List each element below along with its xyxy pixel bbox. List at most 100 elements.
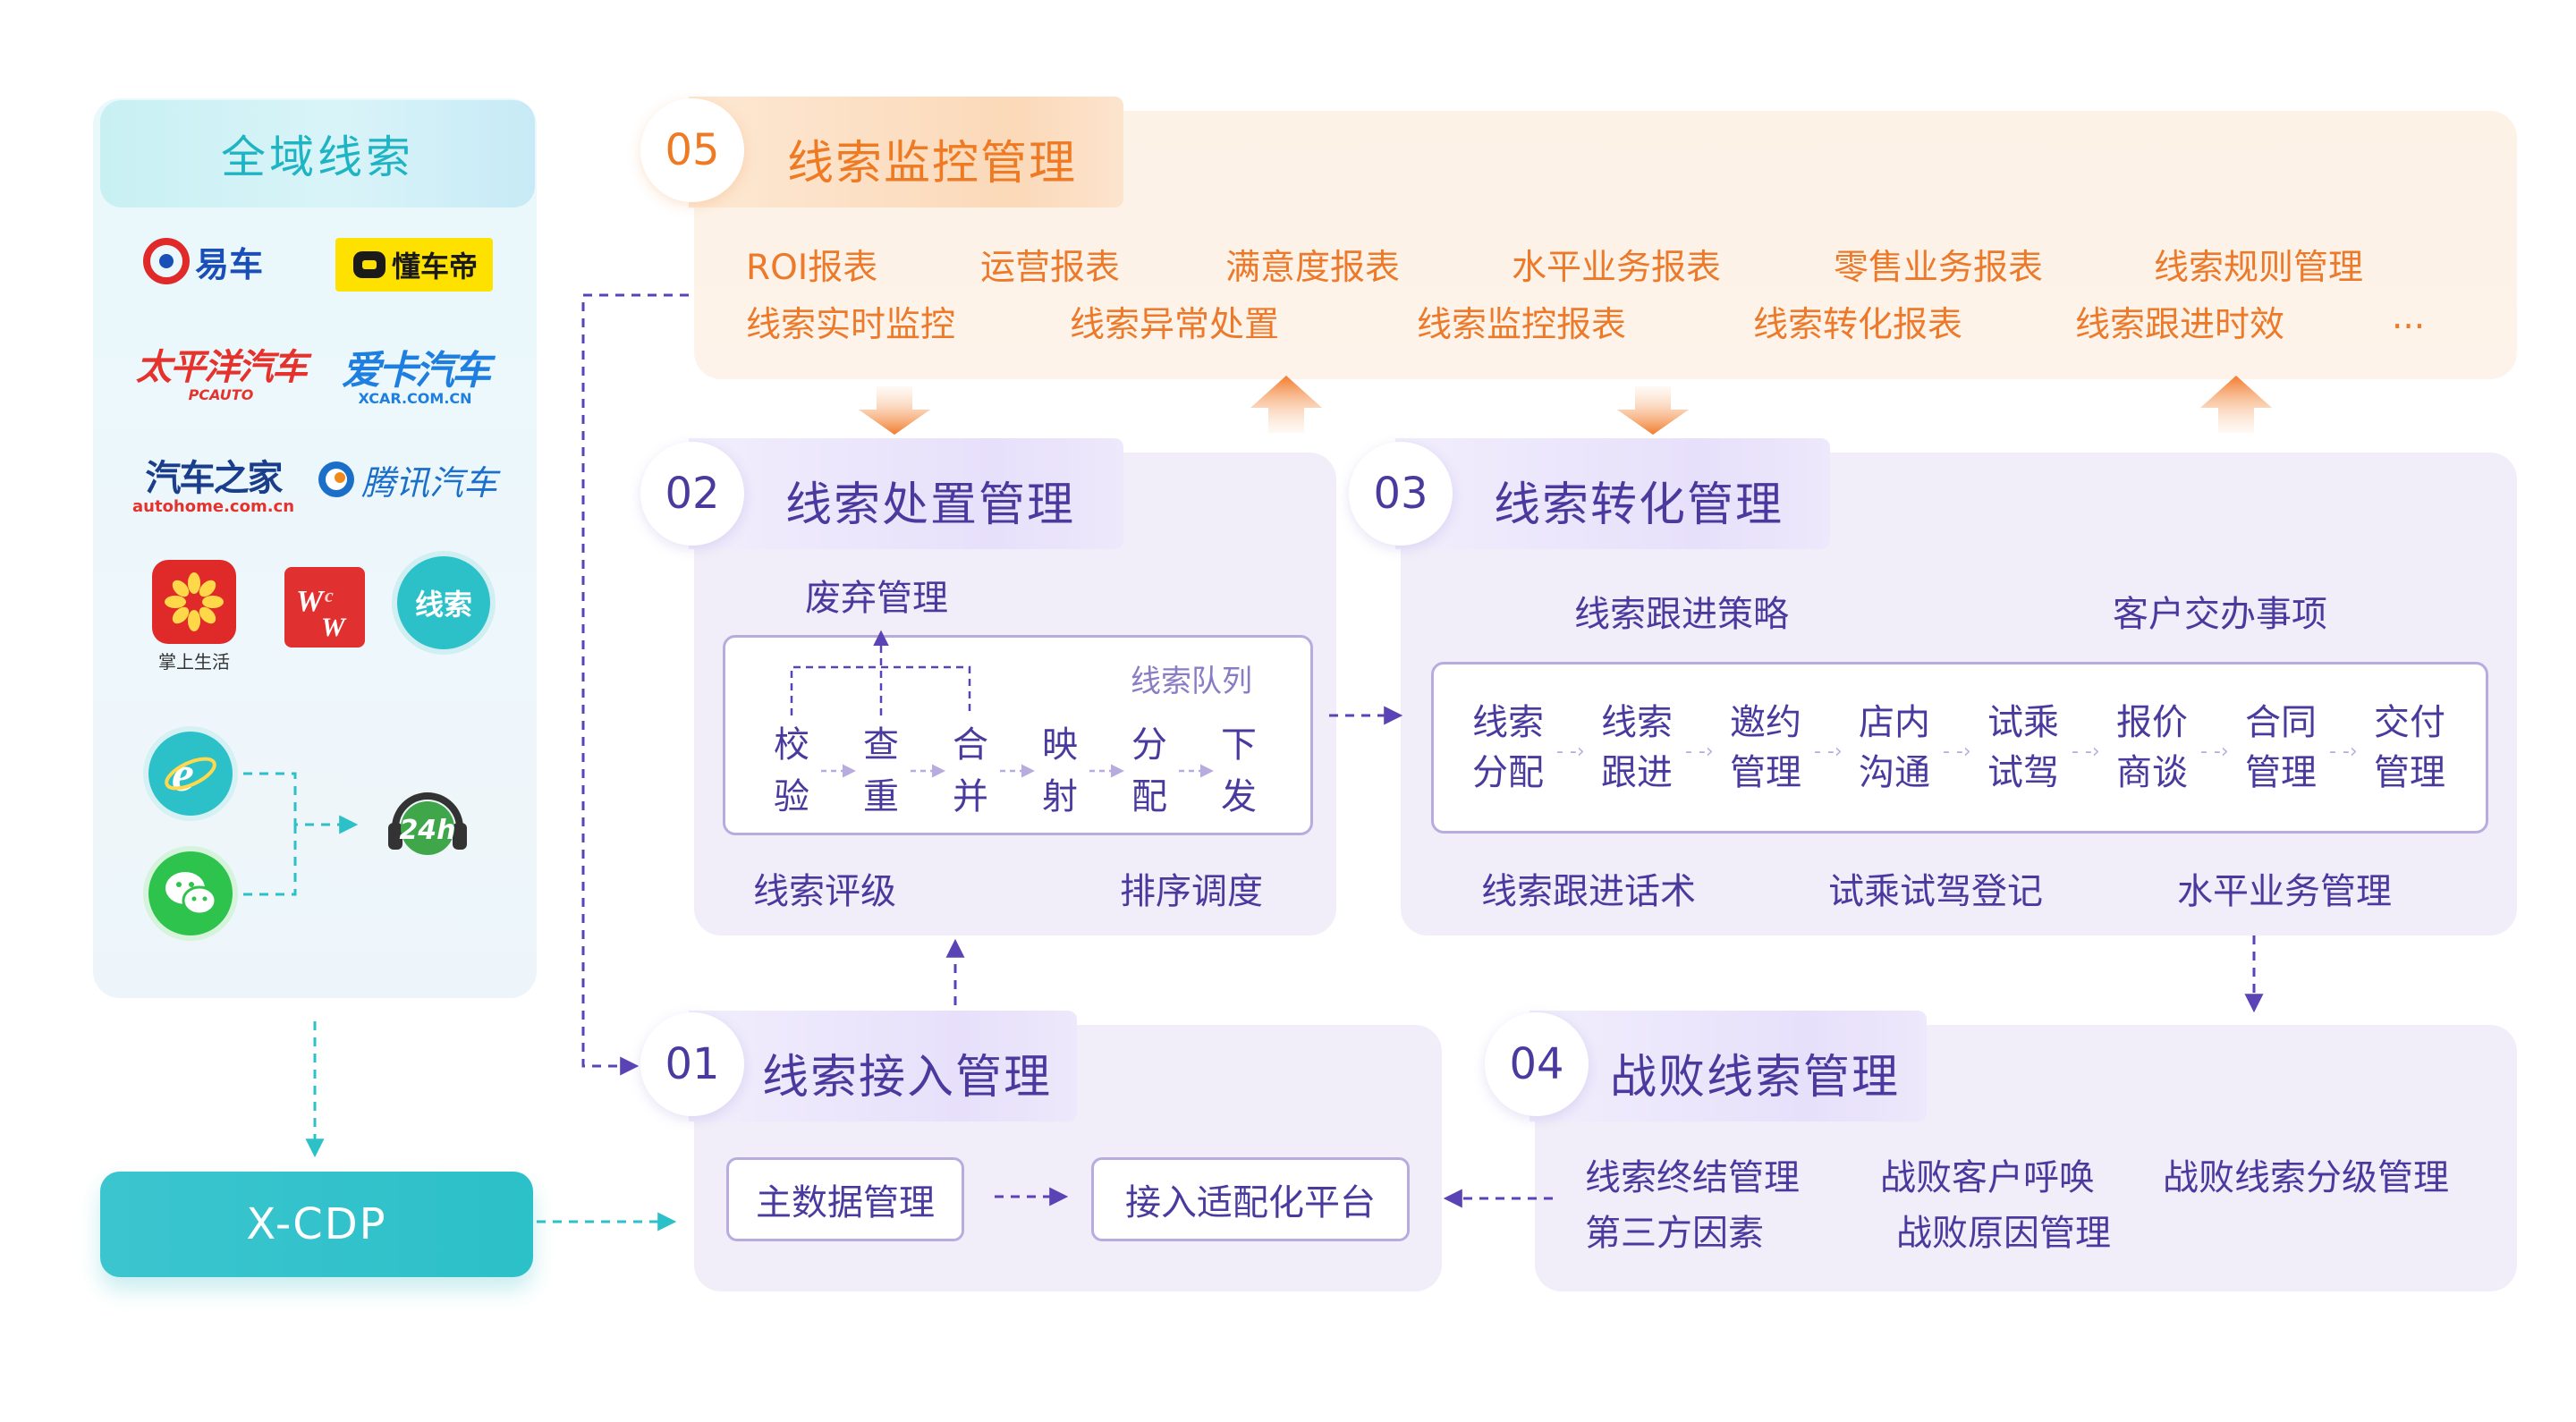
lead-sources-header: 全域线索 (100, 100, 535, 207)
module-02-header (689, 438, 1123, 549)
m03-step-1-line-2: 分配 (1472, 752, 1544, 793)
m03-step-1[interactable]: 线索分配 (1463, 698, 1553, 798)
m04-third-party-factors[interactable]: 第三方因素 (1585, 1213, 1764, 1254)
m05-m02-orange-arrows (859, 376, 2272, 435)
m03-step-2[interactable]: 线索跟进 (1592, 698, 1682, 798)
module-02-title: 线索处置管理 (785, 478, 1076, 532)
m03-step-arrow: - -› (2200, 741, 2229, 763)
m03-step-arrow: - -› (2329, 741, 2358, 763)
svg-text:c: c (325, 584, 334, 606)
m03-step-3-line-1: 邀约 (1730, 702, 1801, 743)
m02-step-map[interactable]: 映射 (1042, 724, 1078, 817)
module-04-header (1530, 1011, 1927, 1122)
m05-monitor-report[interactable]: 线索监控报表 (1417, 305, 1627, 345)
m04-defeated-customer-recall[interactable]: 战败客户呼唤 (1880, 1157, 2095, 1198)
m03-step-6-line-2: 商谈 (2116, 752, 2188, 793)
tencent-auto-logo: 腾讯汽车 (315, 454, 497, 504)
m03-step-8[interactable]: 交付管理 (2365, 698, 2454, 798)
m02-lead-rating[interactable]: 线索评级 (753, 871, 896, 912)
autohome-logo: 汽车之家 autohome.com.cn (132, 458, 295, 516)
m03-step-5-line-2: 试驾 (1987, 752, 2059, 793)
m03-followup-script[interactable]: 线索跟进话术 (1481, 871, 1696, 912)
m05-horizontal-business-report[interactable]: 水平业务报表 (1512, 248, 1722, 288)
module-02-number: 02 (640, 442, 744, 546)
m03-step-4-line-1: 店内 (1859, 702, 1930, 743)
m05-roi-report[interactable]: ROI报表 (746, 248, 878, 288)
module-05-title: 线索监控管理 (787, 137, 1078, 190)
m01-access-adapter-button[interactable]: 接入适配化平台 (1091, 1157, 1410, 1241)
wechat-bubbles-icon (165, 872, 217, 916)
module-01-title: 线索接入管理 (762, 1051, 1053, 1105)
dongchedi-icon (352, 251, 386, 278)
m03-step-7[interactable]: 合同管理 (2236, 698, 2326, 798)
pcauto-logo: 太平洋汽车 PCAUTO (136, 347, 308, 403)
m02-step-dedupe[interactable]: 查重 (863, 724, 899, 817)
m03-process-box (1431, 662, 2488, 834)
m05-conversion-report[interactable]: 线索转化报表 (1753, 305, 1963, 345)
m05-retail-business-report[interactable]: 零售业务报表 (1834, 248, 2044, 288)
m03-customer-tasks[interactable]: 客户交办事项 (2113, 594, 2327, 635)
m03-followup-strategy[interactable]: 线索跟进策略 (1574, 594, 1789, 635)
m03-step-arrow: - -› (1814, 741, 1843, 763)
service-24h-icon: 24h (381, 778, 474, 871)
m03-step-6[interactable]: 报价商谈 (2107, 698, 2197, 798)
svg-text:e: e (172, 747, 194, 801)
m03-step-arrow: - -› (1685, 741, 1714, 763)
m02-step-merge[interactable]: 合并 (953, 724, 988, 817)
m02-sort-schedule[interactable]: 排序调度 (1120, 871, 1263, 912)
m02-step-assign[interactable]: 分配 (1131, 724, 1167, 817)
m03-step-4[interactable]: 店内沟通 (1850, 698, 1939, 798)
module-04-number: 04 (1485, 1012, 1589, 1116)
module-05-number: 05 (640, 98, 744, 202)
m05-lead-rules[interactable]: 线索规则管理 (2154, 248, 2364, 288)
ie-browser-icon: e (148, 732, 233, 816)
zhangshang-label-wrap: 掌上生活 (158, 651, 230, 673)
m03-step-8-line-1: 交付 (2374, 702, 2445, 743)
m03-step-1-line-1: 线索 (1472, 702, 1544, 743)
module-03-header (1395, 438, 1830, 549)
module-03-number: 03 (1349, 442, 1453, 546)
m05-followup-timeliness[interactable]: 线索跟进时效 (2075, 305, 2285, 345)
m03-step-arrow: - -› (1556, 741, 1585, 763)
tencent-icon (318, 461, 354, 497)
m03-step-6-line-1: 报价 (2116, 702, 2188, 743)
lead-source-badge: 线索 (397, 556, 490, 649)
lead-sources-title: 全域线索 (221, 131, 414, 183)
m03-step-5-line-1: 试乘 (1987, 702, 2059, 743)
m02-queue-label: 线索队列 (1131, 664, 1252, 699)
m05-satisfaction-report[interactable]: 满意度报表 (1225, 248, 1401, 288)
m03-test-drive-registration[interactable]: 试乘试驾登记 (1828, 871, 2043, 912)
m05-realtime-monitor[interactable]: 线索实时监控 (746, 305, 956, 345)
m05-to-m01-arrow (581, 293, 689, 1076)
m03-step-3[interactable]: 邀约管理 (1721, 698, 1810, 798)
m03-horizontal-business[interactable]: 水平业务管理 (2177, 871, 2392, 912)
m01-master-data-button[interactable]: 主数据管理 (726, 1157, 964, 1241)
wcw-icon: W c W (296, 584, 347, 642)
ie-connector (243, 772, 359, 896)
dongchedi-logo: 懂车帝 (335, 238, 493, 292)
svg-text:W: W (296, 585, 326, 618)
m04-defeated-lead-grading[interactable]: 战败线索分级管理 (2163, 1157, 2449, 1198)
m03-step-2-line-1: 线索 (1601, 702, 1673, 743)
wechat-icon (148, 851, 233, 935)
svg-text:W: W (321, 613, 347, 642)
m03-step-5[interactable]: 试乘试驾 (1979, 698, 2068, 798)
24h-label: 24h (399, 815, 455, 846)
flower-icon (165, 572, 224, 631)
m05-operation-report[interactable]: 运营报表 (980, 248, 1121, 288)
m02-abandon-management[interactable]: 废弃管理 (805, 578, 948, 619)
m03-step-arrow: - -› (2072, 741, 2100, 763)
m04-lead-termination[interactable]: 线索终结管理 (1585, 1157, 1800, 1198)
x-cdp-label: X-CDP (246, 1199, 387, 1249)
module-05-header (689, 97, 1123, 207)
m02-step-validate[interactable]: 校验 (774, 724, 809, 817)
m02-lead-queue-box (723, 635, 1313, 835)
zhangshang-app-icon (152, 560, 236, 644)
m04-defeat-reason[interactable]: 战败原因管理 (1896, 1213, 2111, 1254)
yiche-logo: 易车 (143, 234, 263, 288)
m02-step-dispatch[interactable]: 下发 (1221, 724, 1257, 817)
m05-anomaly-handling[interactable]: 线索异常处置 (1070, 305, 1280, 345)
x-cdp-box[interactable]: X-CDP (100, 1172, 533, 1277)
m03-step-7-line-2: 管理 (2245, 752, 2317, 793)
